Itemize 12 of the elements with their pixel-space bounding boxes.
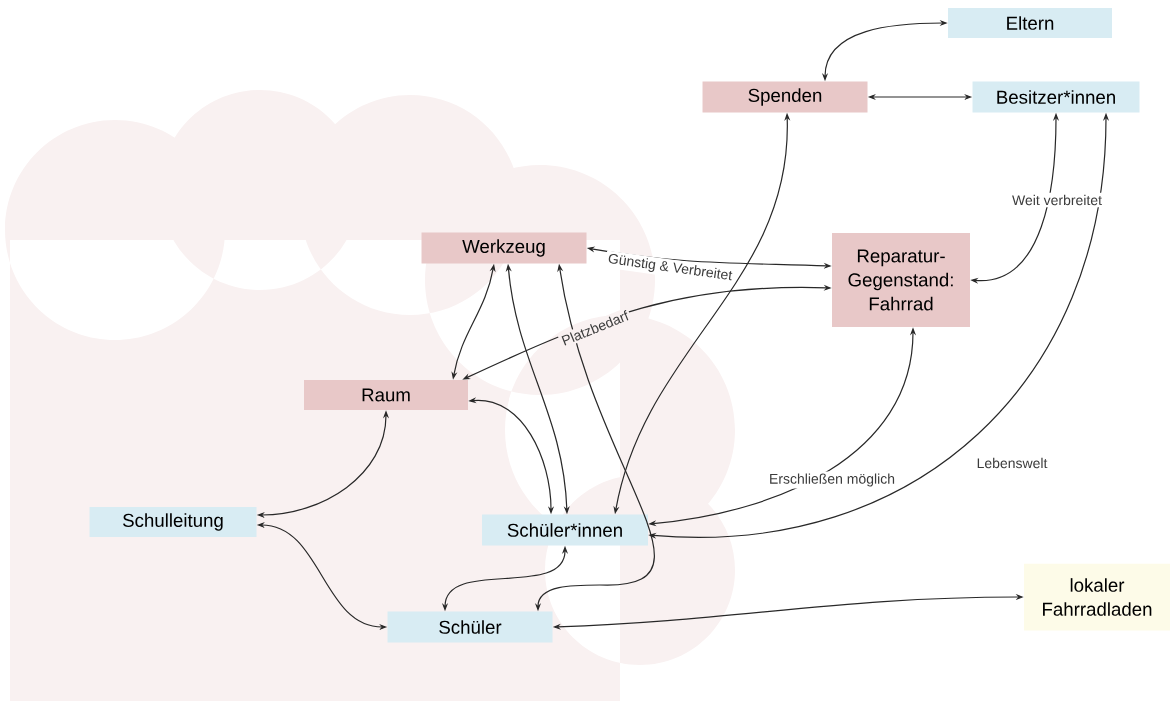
box: Spenden bbox=[702, 81, 868, 113]
edge-label: Erschließen möglich bbox=[767, 471, 898, 489]
box: Besitzer*innen bbox=[972, 81, 1140, 113]
box: Schulleitung bbox=[89, 507, 257, 537]
box: Schüler*innen bbox=[482, 514, 648, 546]
box: Werkzeug bbox=[421, 232, 587, 264]
edge-label: Günstig & Verbreitet bbox=[604, 250, 736, 286]
box: Schüler bbox=[387, 611, 553, 643]
box: Eltern bbox=[948, 8, 1112, 38]
box: Raum bbox=[304, 380, 468, 410]
box: Reparatur-Gegenstand: Fahrrad bbox=[832, 233, 970, 327]
box: lokaler Fahrradladen bbox=[1024, 563, 1170, 631]
